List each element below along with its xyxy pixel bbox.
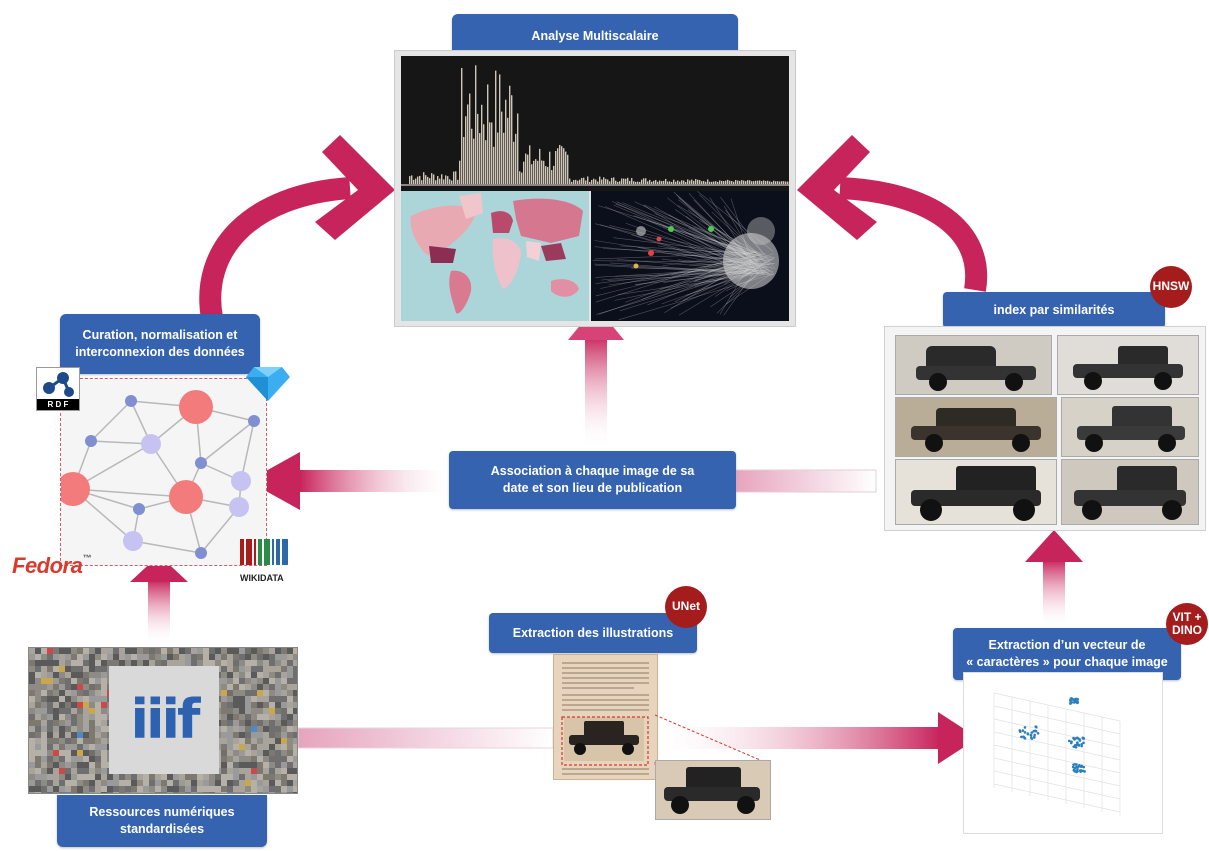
index-box: index par similarités bbox=[943, 292, 1165, 328]
iiif-mosaic-panel: iiif bbox=[28, 647, 298, 794]
iiif-logo: iiif bbox=[109, 666, 219, 774]
wikidata-logo: WIKIDATA bbox=[240, 537, 296, 583]
fedora-logo: Fedora™ bbox=[12, 553, 91, 579]
histogram-chart bbox=[401, 56, 789, 191]
ressources-box: Ressources numériques standardisées bbox=[57, 795, 267, 847]
up-arrow-left-shaft bbox=[148, 580, 170, 645]
car-image-2 bbox=[1057, 335, 1199, 395]
newspaper-page bbox=[553, 654, 658, 780]
extraction-illustrations-box: Extraction des illustrations bbox=[489, 613, 697, 653]
vit-dino-badge: VIT + DINO bbox=[1166, 603, 1208, 645]
car-image-1 bbox=[895, 335, 1052, 395]
rdf-label: R D F bbox=[37, 399, 79, 410]
curve-arrow-right-head bbox=[797, 135, 877, 240]
curve-arrow-left-head bbox=[315, 135, 395, 240]
extracted-car-image bbox=[655, 760, 771, 820]
up-arrow-right-shaft bbox=[1043, 560, 1065, 628]
similar-cars-panel bbox=[884, 326, 1206, 531]
car-image-5 bbox=[895, 459, 1057, 525]
scatter-3d-plot bbox=[993, 692, 1121, 816]
knowledge-graph-panel bbox=[56, 378, 267, 566]
scatter-3d-panel bbox=[963, 672, 1163, 834]
curve-arrow-left bbox=[199, 177, 351, 320]
right-faint-line bbox=[735, 469, 877, 493]
unet-badge: UNet bbox=[665, 586, 707, 628]
curation-box: Curation, normalisation et interconnexio… bbox=[60, 314, 260, 374]
newspaper-text-lines bbox=[561, 662, 649, 775]
bottom-arrow-shaft bbox=[660, 727, 940, 749]
up-arrow-left-head bbox=[130, 555, 188, 582]
iiif-text: iiif bbox=[130, 688, 200, 751]
fedora-tm: ™ bbox=[82, 553, 91, 563]
knowledge-graph bbox=[56, 390, 260, 559]
wikidata-label: WIKIDATA bbox=[240, 573, 284, 583]
left-arrow-head bbox=[248, 452, 300, 510]
wikidata-barcode-icon bbox=[240, 539, 288, 565]
car-image-6 bbox=[1061, 459, 1199, 525]
car-image-3 bbox=[895, 397, 1057, 457]
hnsw-badge: HNSW bbox=[1150, 266, 1192, 308]
extraction-vecteur-box: Extraction d’un vecteur de « caractères … bbox=[953, 628, 1181, 680]
curve-arrow-right bbox=[839, 177, 988, 292]
rdf-logo: R D F bbox=[36, 367, 80, 411]
rdf-icon bbox=[37, 368, 79, 398]
up-arrow-center-shaft bbox=[585, 335, 607, 450]
left-arrow-shaft bbox=[300, 470, 450, 492]
diamond-icon bbox=[246, 367, 290, 401]
network-graph bbox=[591, 191, 789, 321]
up-arrow-right-head bbox=[1025, 530, 1083, 562]
bottom-faint-line bbox=[297, 727, 554, 749]
association-box: Association à chaque image de sa date et… bbox=[449, 451, 736, 509]
car-image-4 bbox=[1061, 397, 1199, 457]
fedora-text: Fedora bbox=[12, 553, 83, 578]
world-map bbox=[401, 191, 589, 321]
analyse-panel bbox=[394, 50, 796, 327]
bottom-arrow-head bbox=[938, 712, 978, 764]
